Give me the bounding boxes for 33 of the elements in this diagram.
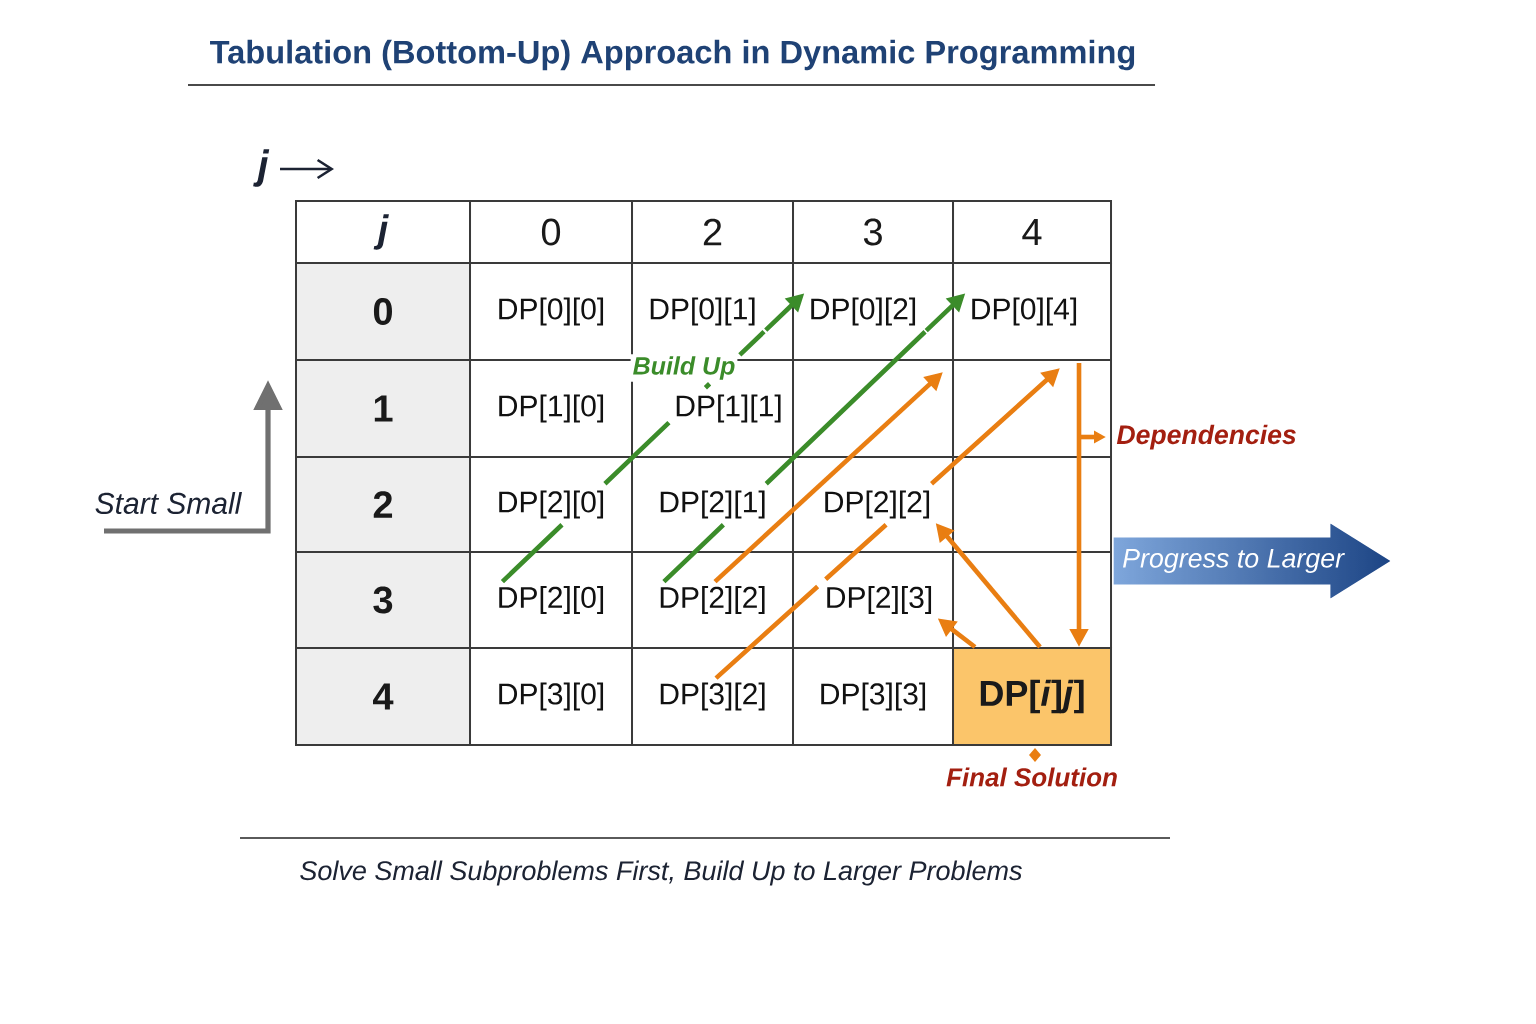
cell-value: DP[3][2]	[660, 682, 765, 711]
title: Tabulation (Bottom-Up) Approach in Dynamic Programming	[210, 39, 1135, 71]
annotation-text: Start Small	[95, 492, 242, 514]
row-header: 2	[295, 456, 471, 553]
cell-value: DP[1][0]	[499, 394, 604, 423]
cell-value: DP[1][1]	[676, 394, 781, 423]
cell-value: DP[2][2]	[660, 586, 765, 614]
row-header: 4	[295, 647, 471, 746]
cell-value: DP[0][2]	[811, 297, 916, 326]
edge-label: Build Up	[630, 354, 738, 382]
row-header: 1	[295, 359, 471, 458]
cell-value: DP[2][0]	[499, 586, 604, 614]
cell-value: DP[2][1]	[660, 490, 765, 519]
column-header: 4	[952, 200, 1112, 264]
progress-arrow: Progress to Larger	[1122, 549, 1345, 573]
cell-value: DP[3][0]	[499, 682, 604, 711]
cell-caption: Final Solution	[946, 767, 1117, 787]
cell-value: DP[3][3]	[821, 682, 926, 711]
annotation-text: Dependencies	[1116, 424, 1296, 450]
cell-value: DP[2][3]	[827, 586, 932, 614]
cell-value: DP[2][0]	[499, 490, 604, 519]
column-header: 2	[631, 200, 794, 264]
highlighted-cell: DP[i]j]	[952, 647, 1112, 746]
cell-value: DP[0][0]	[499, 297, 604, 326]
column-header: 0	[469, 200, 633, 264]
axis-label: j	[253, 149, 270, 187]
row-header: 3	[295, 551, 471, 649]
column-header: 3	[792, 200, 954, 264]
cell-value: DP[0][1]	[650, 297, 755, 326]
cell-value: DP[0][4]	[972, 297, 1077, 326]
cell-value: DP[2][2]	[825, 490, 930, 519]
row-header: 0	[295, 262, 471, 361]
caption: Solve Small Subproblems First, Build Up to Larger Problems	[300, 860, 1022, 886]
